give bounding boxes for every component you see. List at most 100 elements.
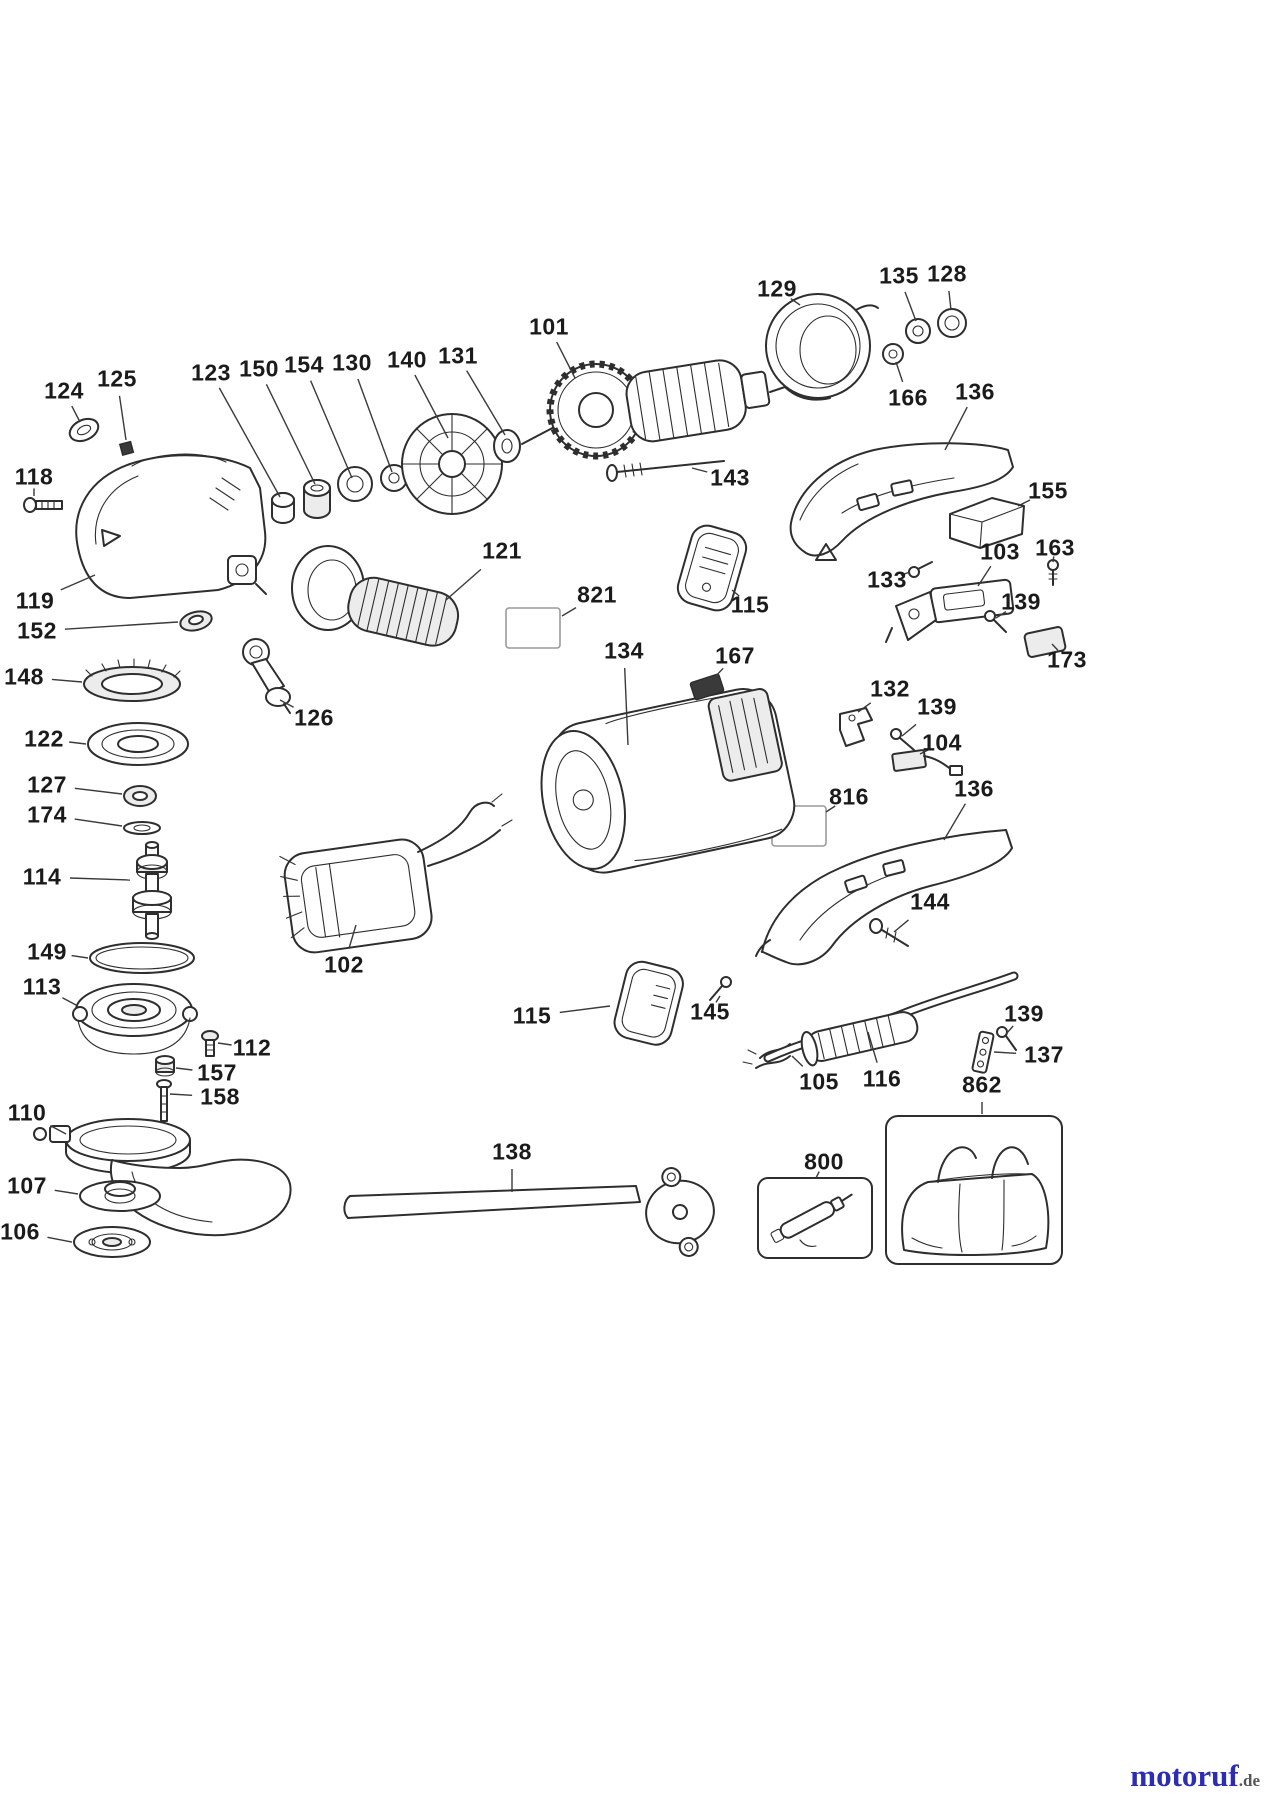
part-flange-107 [79, 1180, 161, 1212]
part-clip-132 [839, 707, 873, 747]
leader-line-139 [1005, 1025, 1014, 1035]
leader-line-166 [895, 361, 904, 383]
leader-line-137 [993, 1051, 1017, 1054]
leader-line-124 [71, 405, 81, 423]
leader-line-135 [904, 291, 917, 322]
leader-line-126 [279, 699, 294, 708]
part-handle-shell-136-bottom [755, 829, 1013, 966]
part-label-136: 136 [954, 775, 994, 802]
part-label-135: 135 [879, 262, 919, 289]
part-nut-157 [155, 1055, 175, 1077]
part-label-136: 136 [955, 378, 995, 405]
part-label-115: 115 [730, 591, 770, 618]
part-label-106: 106 [0, 1218, 40, 1245]
part-screw-163 [1047, 559, 1059, 586]
part-box-821 [505, 607, 561, 649]
part-label-103: 103 [980, 538, 1020, 565]
leader-line-113 [62, 997, 77, 1006]
part-label-155: 155 [1028, 477, 1068, 504]
part-label-816: 816 [829, 783, 869, 810]
leader-line-145 [715, 995, 721, 1003]
part-washer-135 [905, 318, 931, 344]
part-label-138: 138 [492, 1138, 532, 1165]
part-bearing-122 [87, 722, 189, 766]
part-label-110: 110 [7, 1099, 47, 1126]
part-label-122: 122 [24, 725, 64, 752]
part-label-157: 157 [197, 1059, 237, 1086]
leader-line-115 [559, 1005, 611, 1014]
part-label-130: 130 [332, 349, 372, 376]
part-guard-110 [33, 1118, 292, 1237]
leader-line-123 [218, 387, 281, 498]
part-bearing-flange-113 [72, 983, 198, 1055]
part-label-150: 150 [239, 355, 279, 382]
part-brush-cover-115-top [676, 524, 748, 612]
part-label-166: 166 [888, 384, 928, 411]
part-side-handle-121 [291, 545, 460, 647]
part-screw-143 [606, 460, 725, 482]
leader-line-104 [919, 748, 930, 755]
part-label-101: 101 [529, 313, 569, 340]
part-label-862: 862 [962, 1071, 1002, 1098]
part-housing-cap-129 [765, 293, 879, 401]
leader-line-821 [561, 606, 577, 617]
part-label-174: 174 [27, 801, 67, 828]
part-brush-cover-115-bottom [613, 960, 684, 1046]
part-label-173: 173 [1047, 646, 1087, 673]
part-label-137: 137 [1024, 1041, 1064, 1068]
part-screw-125 [118, 440, 135, 457]
leader-line-101 [556, 341, 576, 379]
leader-line-132 [857, 702, 872, 713]
part-label-107: 107 [7, 1172, 47, 1199]
brand-tld: .de [1238, 1771, 1260, 1790]
part-carbon-brush-104 [891, 749, 963, 776]
leader-line-139 [901, 723, 917, 737]
part-washer-131 [493, 429, 521, 463]
part-screw-144 [869, 918, 909, 947]
part-bearing-ring-148 [83, 658, 181, 702]
part-wrench-138 [343, 1167, 715, 1257]
leader-line-119 [60, 574, 96, 591]
part-gear-housing-119 [75, 453, 267, 599]
leader-line-129 [790, 298, 801, 306]
part-label-102: 102 [324, 951, 364, 978]
leader-line-143 [691, 467, 708, 473]
part-screw-118 [23, 497, 63, 513]
part-clip-167 [689, 673, 725, 701]
part-label-154: 154 [284, 351, 324, 378]
part-screw-139-b [890, 728, 915, 751]
brand-name: motoruf [1130, 1758, 1239, 1793]
leader-line-130 [357, 378, 393, 473]
part-label-124: 124 [44, 377, 84, 404]
part-label-144: 144 [910, 888, 950, 915]
part-kit-800 [757, 1177, 873, 1259]
leader-line-136 [943, 803, 967, 841]
part-bearing-154 [337, 466, 373, 502]
part-bearing-128 [937, 308, 967, 338]
part-label-132: 132 [870, 675, 910, 702]
part-label-139: 139 [1001, 588, 1041, 615]
part-label-112: 112 [232, 1034, 272, 1061]
leader-line-131 [466, 370, 506, 436]
part-label-139: 139 [917, 693, 957, 720]
part-label-116: 116 [862, 1065, 902, 1092]
part-label-125: 125 [97, 365, 137, 392]
part-label-143: 143 [710, 464, 750, 491]
part-label-113: 113 [22, 973, 62, 1000]
part-label-158: 158 [200, 1083, 240, 1110]
leader-line-157 [175, 1067, 193, 1071]
leader-line-154 [309, 380, 353, 479]
leader-lines [33, 290, 1059, 1243]
leader-line-122 [69, 741, 87, 745]
part-label-131: 131 [438, 342, 478, 369]
part-washer-152 [179, 610, 213, 632]
leader-line-139 [995, 611, 1007, 619]
part-washer-166 [882, 343, 904, 365]
leader-line-110 [50, 1124, 67, 1135]
leader-line-105 [791, 1055, 804, 1067]
part-label-134: 134 [604, 637, 644, 664]
part-label-104: 104 [922, 729, 962, 756]
leader-line-163 [1052, 556, 1055, 563]
